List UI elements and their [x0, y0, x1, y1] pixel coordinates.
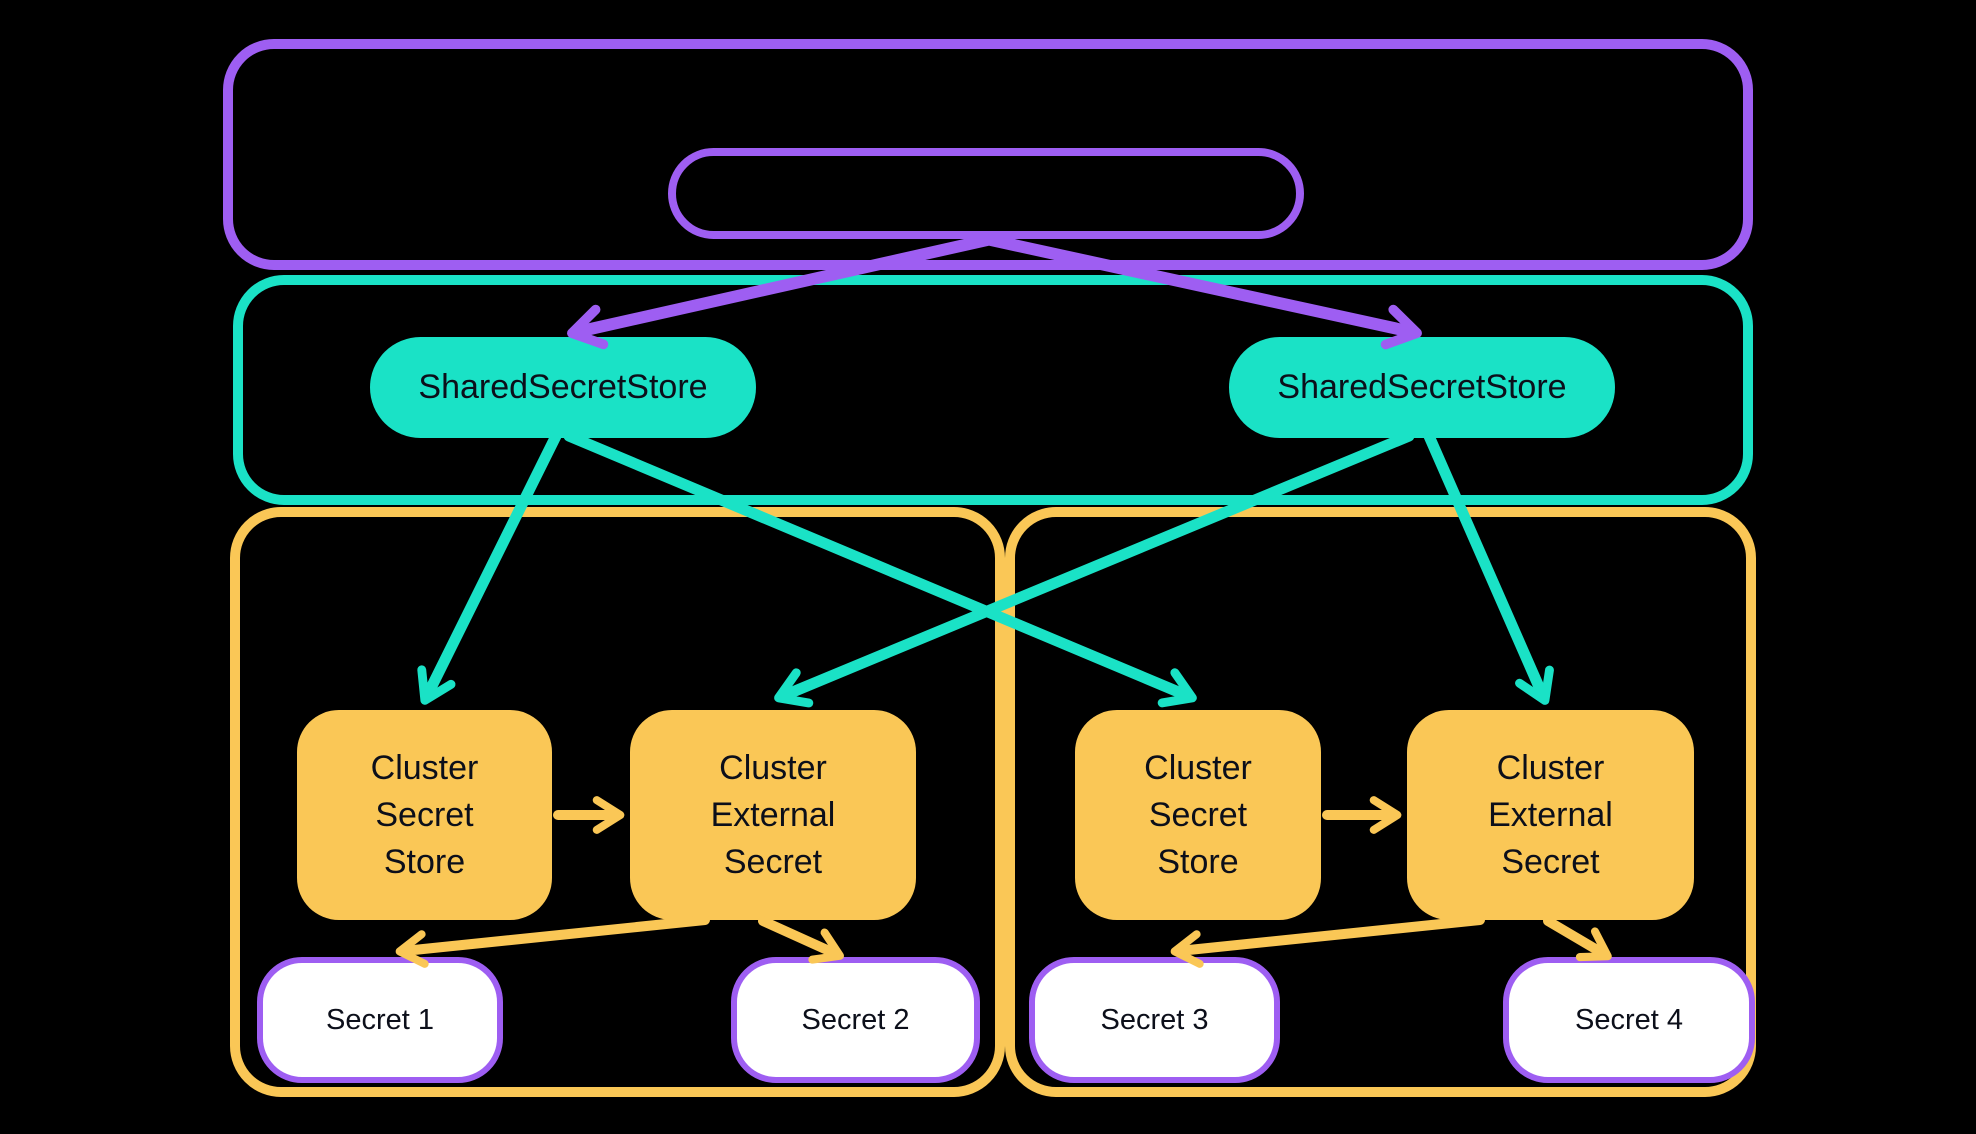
edge-ces2-to-secret4-arrow	[1543, 916, 1612, 962]
edge-shared-right-to-ces2-arrow	[1423, 430, 1554, 705]
edge-shared-left-to-css2-arrow	[563, 430, 1197, 708]
edge-pill-to-shared-right-arrow	[985, 234, 1422, 350]
cluster-2-container	[1005, 507, 1756, 1097]
cluster-1-container	[230, 507, 1005, 1097]
cluster-secret-store-2-node	[1075, 710, 1321, 920]
edge-ces1-to-secret1-arrow	[395, 915, 710, 968]
edge-pill-to-shared-left-arrow	[567, 234, 993, 350]
cluster-external-secret-1-node	[630, 710, 916, 920]
cluster-secret-store-1-node	[297, 710, 552, 920]
secret-2-node	[731, 957, 980, 1083]
secret-4-node	[1503, 957, 1755, 1083]
top-container	[223, 39, 1753, 270]
cluster-external-secret-2-node	[1407, 710, 1694, 920]
shared-secret-store-right-node	[1229, 337, 1615, 438]
edge-ces1-to-secret2-arrow	[758, 916, 845, 964]
secret-1-node	[257, 957, 503, 1083]
shared-secret-store-left-node	[370, 337, 756, 438]
shared-store-layer-container	[233, 275, 1753, 505]
edge-shared-right-to-ces1-arrow	[774, 430, 1415, 708]
secret-3-node	[1029, 957, 1280, 1083]
top-inner-pill	[668, 148, 1304, 239]
edge-shared-left-to-css1-arrow	[417, 430, 562, 705]
edge-ces2-to-secret3-arrow	[1170, 915, 1485, 968]
